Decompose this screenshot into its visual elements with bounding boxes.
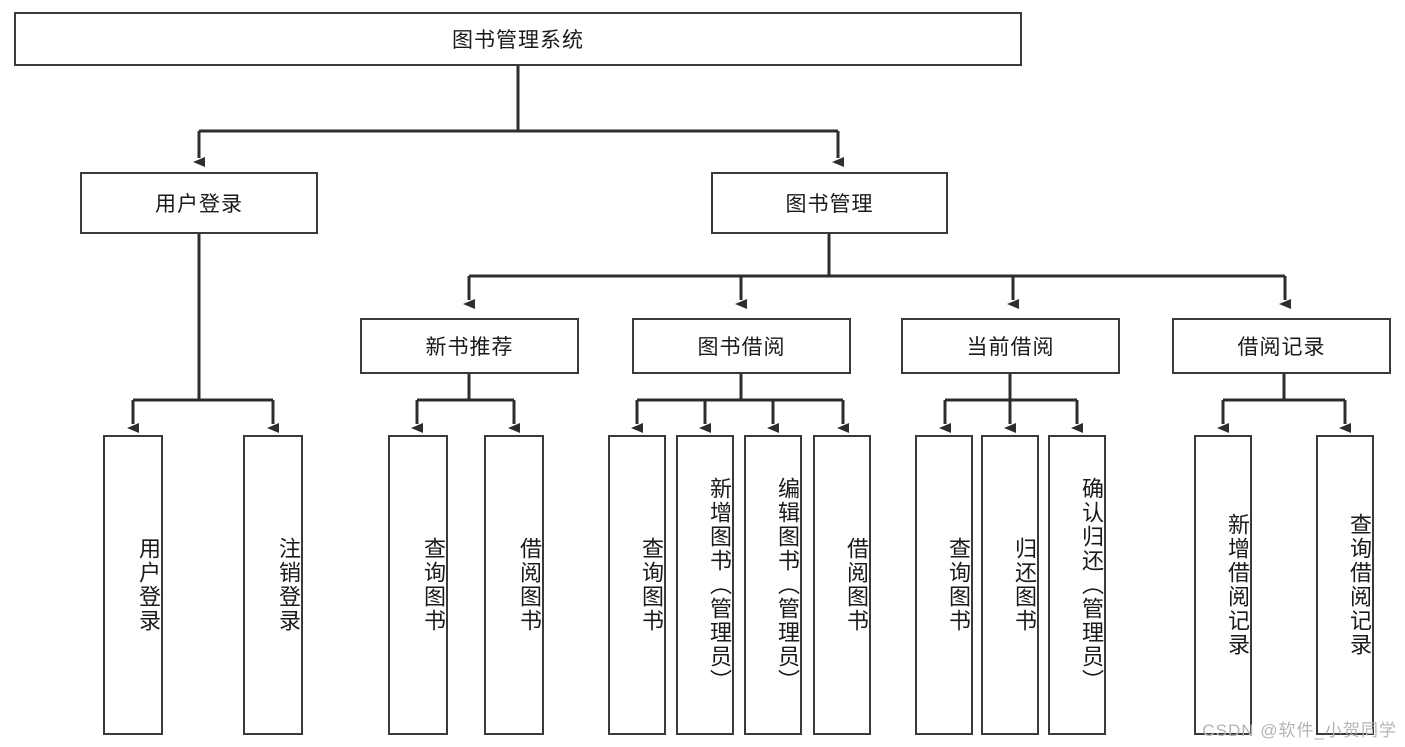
node-book-management-system[interactable]: 图书管理系统 xyxy=(14,12,1022,66)
node-label: 确认归还（管理员） xyxy=(1079,477,1104,693)
node-label: 查询图书 xyxy=(639,537,664,633)
node-leaf-logout-login[interactable]: 注销登录 xyxy=(243,435,303,735)
node-borrow-record[interactable]: 借阅记录 xyxy=(1172,318,1391,374)
node-book-manage[interactable]: 图书管理 xyxy=(711,172,948,234)
node-leaf-add-book-admin[interactable]: 新增图书（管理员） xyxy=(676,435,734,735)
node-label: 编辑图书（管理员） xyxy=(775,477,800,693)
node-leaf-confirm-return-admin[interactable]: 确认归还（管理员） xyxy=(1048,435,1106,735)
node-label: 查询图书 xyxy=(421,537,446,633)
node-leaf-query-book-1[interactable]: 查询图书 xyxy=(388,435,448,735)
node-label: 图书借阅 xyxy=(697,336,786,359)
node-leaf-query-borrow-record[interactable]: 查询借阅记录 xyxy=(1316,435,1374,735)
node-current-borrow[interactable]: 当前借阅 xyxy=(901,318,1120,374)
node-label: 用户登录 xyxy=(155,193,243,216)
node-leaf-user-login[interactable]: 用户登录 xyxy=(103,435,163,735)
node-label: 借阅图书 xyxy=(844,537,869,633)
node-leaf-add-borrow-record[interactable]: 新增借阅记录 xyxy=(1194,435,1252,735)
node-label: 新增图书（管理员） xyxy=(707,477,732,693)
node-leaf-edit-book-admin[interactable]: 编辑图书（管理员） xyxy=(744,435,802,735)
node-label: 用户登录 xyxy=(136,537,161,633)
node-user-login[interactable]: 用户登录 xyxy=(80,172,318,234)
node-leaf-borrow-book-1[interactable]: 借阅图书 xyxy=(484,435,544,735)
node-label: 注销登录 xyxy=(276,537,301,633)
node-leaf-query-book-2[interactable]: 查询图书 xyxy=(608,435,666,735)
node-label: 新增借阅记录 xyxy=(1225,513,1250,657)
node-leaf-query-book-3[interactable]: 查询图书 xyxy=(915,435,973,735)
node-label: 图书管理系统 xyxy=(452,29,584,52)
csdn-watermark: CSDN @软件_小贺同学 xyxy=(1202,721,1397,740)
node-label: 借阅记录 xyxy=(1237,336,1326,359)
node-label: 查询图书 xyxy=(946,537,971,633)
node-book-borrow[interactable]: 图书借阅 xyxy=(632,318,851,374)
node-leaf-borrow-book-2[interactable]: 借阅图书 xyxy=(813,435,871,735)
node-new-book-recommend[interactable]: 新书推荐 xyxy=(360,318,579,374)
node-label: 归还图书 xyxy=(1012,537,1037,633)
node-label: 查询借阅记录 xyxy=(1347,513,1372,657)
node-label: 当前借阅 xyxy=(966,336,1055,359)
node-label: 借阅图书 xyxy=(517,537,542,633)
node-leaf-return-book[interactable]: 归还图书 xyxy=(981,435,1039,735)
node-label: 新书推荐 xyxy=(425,336,514,359)
node-label: 图书管理 xyxy=(785,193,874,216)
